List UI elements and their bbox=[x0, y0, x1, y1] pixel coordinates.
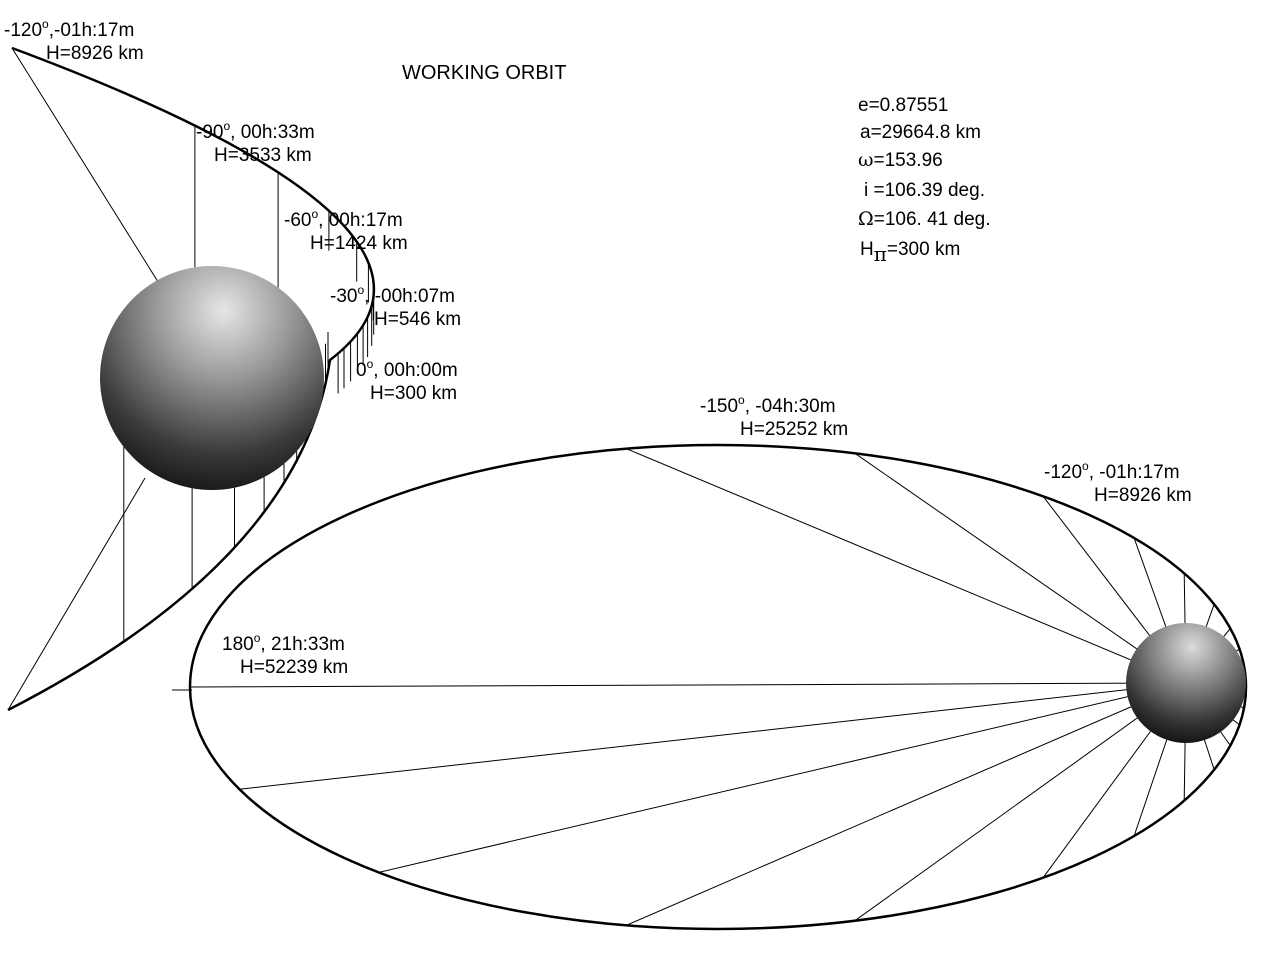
asymptote-lower bbox=[7, 477, 146, 711]
deg: -60 bbox=[284, 210, 312, 231]
degree-mark: o bbox=[42, 17, 49, 31]
tick-line bbox=[626, 682, 1187, 926]
time: , 00h:33m bbox=[230, 122, 315, 143]
planet-large bbox=[100, 266, 324, 490]
deg: -30 bbox=[330, 286, 358, 307]
orbit-ellipse bbox=[188, 443, 1248, 931]
degree-mark: o bbox=[311, 207, 319, 221]
tick-line bbox=[189, 682, 1187, 688]
time: , 00h:17m bbox=[318, 210, 403, 231]
label-zoom-zero: 0o, 00h:00m H=300 km bbox=[356, 357, 458, 405]
pi-subscript: π bbox=[873, 242, 887, 266]
degree-mark: o bbox=[223, 119, 231, 133]
time: , 21h:33m bbox=[260, 634, 345, 655]
label-zoom-minus60: -60o, 00h:17m H=1424 km bbox=[284, 207, 408, 255]
degree-mark: o bbox=[366, 357, 374, 371]
height: H=8926 km bbox=[1094, 485, 1192, 506]
deg: -90 bbox=[196, 122, 224, 143]
height: H=3533 km bbox=[214, 145, 312, 166]
time: , 00h:00m bbox=[373, 360, 458, 381]
label-orbit-minus150: -150o, -04h:30m H=25252 km bbox=[700, 393, 849, 441]
tick-line bbox=[854, 682, 1187, 922]
degree-mark: o bbox=[1082, 459, 1089, 473]
label-orbit-180: 180o, 21h:33m H=52239 km bbox=[222, 631, 349, 679]
label-zoom-minus90: -90o, 00h:33m H=3533 km bbox=[196, 119, 315, 167]
perigee-tick-lines bbox=[123, 125, 375, 642]
height: H=546 km bbox=[374, 309, 462, 330]
orbit-ray-lines bbox=[189, 448, 1246, 926]
working-orbit-view bbox=[172, 443, 1248, 931]
deg: 0 bbox=[356, 360, 367, 381]
degree-mark: o bbox=[253, 631, 261, 645]
degree-mark: o bbox=[738, 393, 745, 407]
deg: -120 bbox=[1044, 462, 1083, 483]
height: H=52239 km bbox=[240, 657, 349, 678]
height: H=8926 km bbox=[46, 43, 144, 64]
perigee-zoom-view bbox=[7, 46, 376, 712]
degree-mark: o bbox=[357, 283, 365, 297]
asymptote-upper bbox=[11, 47, 161, 286]
tick-line bbox=[626, 448, 1187, 684]
height: H=25252 km bbox=[740, 419, 849, 440]
arg-perigee-value: =153.96 bbox=[873, 150, 943, 171]
perigee-height-value: =300 km bbox=[886, 239, 961, 260]
time: , -01h:17m bbox=[1088, 462, 1180, 483]
deg: 180 bbox=[222, 634, 254, 655]
tick-line bbox=[378, 682, 1187, 873]
h-symbol: H bbox=[860, 239, 874, 260]
param-perigee-height: Hπ=300 km bbox=[860, 237, 961, 265]
time: , -04h:30m bbox=[744, 396, 836, 417]
param-inclination: i =106.39 deg. bbox=[864, 180, 985, 201]
param-eccentricity: e=0.87551 bbox=[858, 95, 949, 116]
tick-line bbox=[239, 682, 1187, 790]
omega-symbol: ω bbox=[858, 149, 874, 171]
raan-value: =106. 41 deg. bbox=[873, 209, 991, 230]
deg: -120 bbox=[4, 20, 43, 41]
param-semimajor-axis: a=29664.8 km bbox=[860, 122, 981, 143]
time: ,-01h:17m bbox=[48, 20, 135, 41]
capital-omega-symbol: Ω bbox=[858, 208, 874, 230]
perigee-arc bbox=[7, 46, 376, 712]
deg: -150 bbox=[700, 396, 739, 417]
label-zoom-minus120: -120o,-01h:17m H=8926 km bbox=[4, 17, 144, 65]
height: H=1424 km bbox=[310, 233, 408, 254]
time: , -00h:07m bbox=[364, 286, 455, 307]
tick-line bbox=[854, 452, 1187, 684]
param-raan: Ω=106. 41 deg. bbox=[858, 208, 991, 231]
diagram-title: WORKING ORBIT bbox=[402, 62, 567, 84]
label-orbit-minus120: -120o, -01h:17m H=8926 km bbox=[1044, 459, 1192, 507]
param-arg-perigee: ω=153.96 bbox=[858, 149, 943, 172]
height: H=300 km bbox=[370, 383, 458, 404]
label-zoom-minus30: -30o, -00h:07m H=546 km bbox=[330, 283, 462, 331]
planet-small bbox=[1126, 623, 1246, 743]
